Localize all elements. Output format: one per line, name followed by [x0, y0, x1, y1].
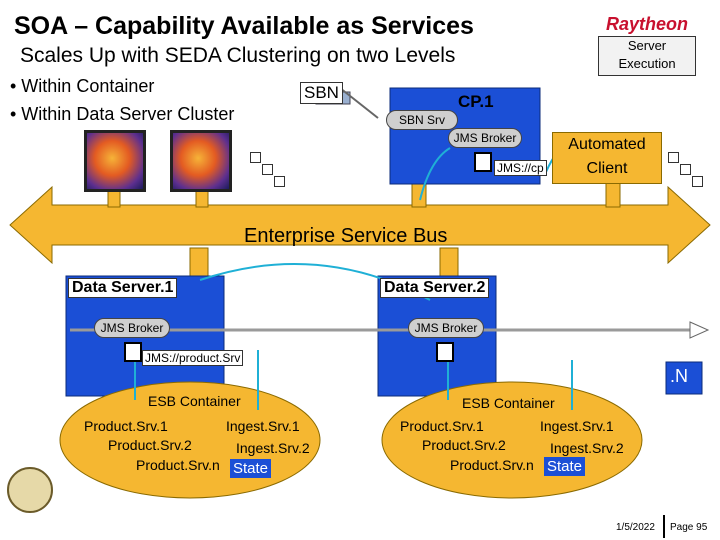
display-monitor-1	[84, 130, 146, 192]
footer-date: 1/5/2022	[616, 522, 655, 533]
ds2-ingest-1: Ingest.Srv.1	[540, 418, 614, 434]
sbn-srv-label: SBN Srv	[386, 110, 458, 130]
cp1-title: CP.1	[458, 92, 494, 111]
dsn-label: .N	[670, 366, 688, 386]
ds1-jms-address: JMS://product.Srv	[142, 350, 244, 366]
ds2-connector	[439, 247, 459, 281]
ds2-ingest-2: Ingest.Srv.2	[550, 440, 624, 456]
server-execution-line2: Execution	[618, 56, 676, 71]
seal-icon	[7, 467, 53, 513]
ds1-state-badge: State	[230, 459, 272, 478]
server-execution-line1: Server	[627, 38, 667, 53]
small-square-icon	[262, 164, 273, 175]
client-connector	[605, 182, 621, 208]
dsn-box	[665, 361, 703, 395]
client-line2: Client	[586, 160, 628, 177]
page-title: SOA – Capability Available as Services	[14, 12, 474, 40]
ds1-jms-broker: JMS Broker	[94, 318, 170, 338]
company-logo: Raytheon	[606, 14, 689, 34]
ds2-product-2: Product.Srv.2	[422, 437, 506, 453]
queue-icon	[124, 342, 142, 362]
small-square-icon	[274, 176, 285, 187]
ds1-product-n: Product.Srv.n	[136, 457, 220, 473]
small-square-icon	[668, 152, 679, 163]
ds2-container-label: ESB Container	[462, 395, 555, 411]
ds1-connector	[189, 247, 209, 281]
small-square-icon	[680, 164, 691, 175]
ds2-product-1: Product.Srv.1	[400, 418, 484, 434]
display-monitor-2	[170, 130, 232, 192]
bus-label: Enterprise Service Bus	[244, 225, 448, 247]
ds1-title: Data Server.1	[68, 278, 178, 298]
bullet-container: • Within Container	[10, 76, 155, 96]
ds1-product-1: Product.Srv.1	[84, 418, 168, 434]
server-execution-box: Server Execution	[598, 36, 696, 76]
queue-icon	[474, 152, 492, 172]
ds2-state-badge: State	[544, 457, 586, 476]
sbn-label: SBN	[300, 82, 343, 104]
cp1-link-curve	[419, 147, 451, 201]
footer-page: Page 95	[670, 522, 708, 533]
ds1-container-label: ESB Container	[148, 393, 241, 409]
client-line1: Automated	[568, 136, 646, 153]
jms-product-arrowhead	[689, 321, 710, 339]
small-square-icon	[250, 152, 261, 163]
ds2-product-n: Product.Srv.n	[450, 457, 534, 473]
ds2-title: Data Server.2	[380, 278, 490, 298]
ds1-ingest-1: Ingest.Srv.1	[226, 418, 300, 434]
ds2-jms-broker: JMS Broker	[408, 318, 484, 338]
page-subtitle: Scales Up with SEDA Clustering on two Le…	[20, 44, 456, 67]
ds1-ingest-2: Ingest.Srv.2	[236, 440, 310, 456]
cp1-jms-broker: JMS Broker	[448, 128, 522, 148]
queue-icon	[436, 342, 454, 362]
enterprise-service-bus-arrow	[9, 185, 711, 265]
bullet-cluster: • Within Data Server Cluster	[10, 104, 235, 124]
small-square-icon	[692, 176, 703, 187]
cp1-jms-address: JMS://cp	[494, 160, 547, 176]
automated-client-box: Automated Client	[552, 132, 662, 184]
ds1-product-2: Product.Srv.2	[108, 437, 192, 453]
